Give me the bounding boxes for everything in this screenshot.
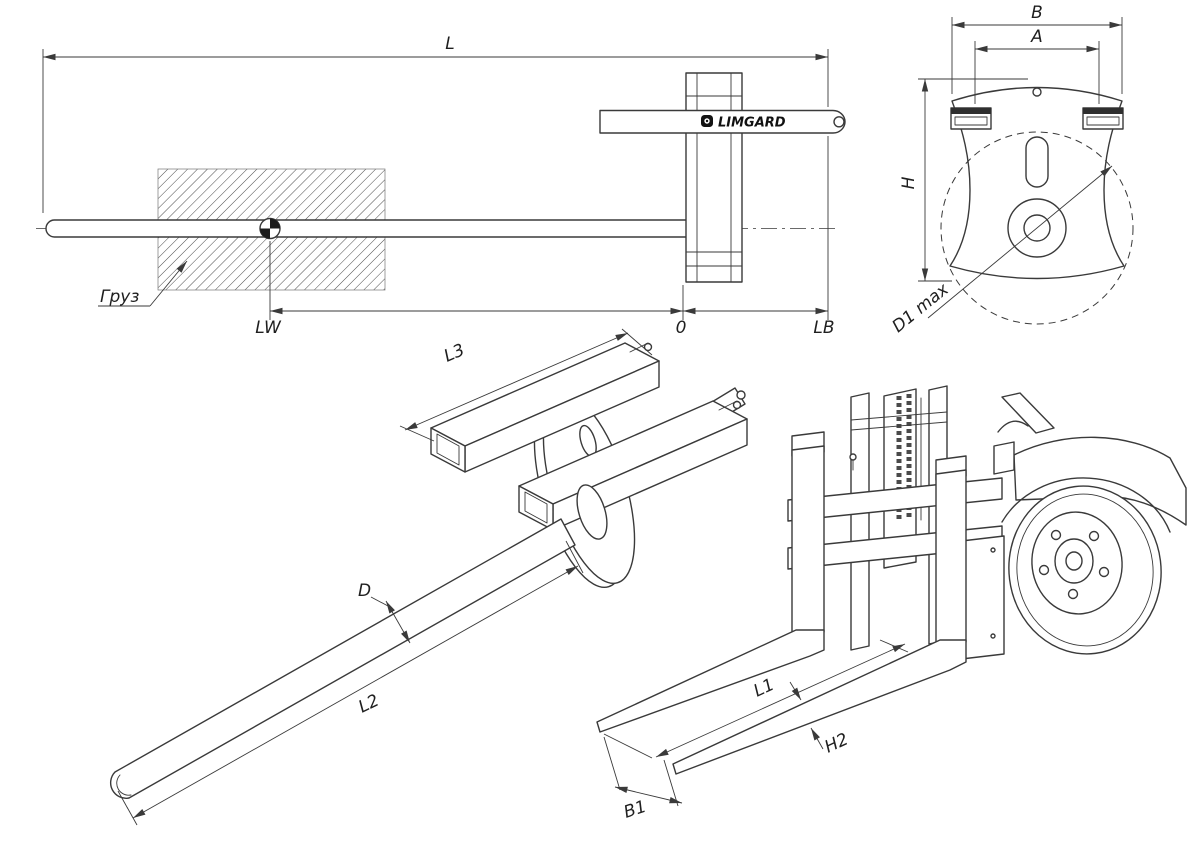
center-of-gravity-icon <box>259 217 281 240</box>
dim-label-B1: B1 <box>621 797 649 823</box>
dim-label-A: A <box>1030 27 1043 47</box>
iso-view: LIMGARD <box>109 328 748 826</box>
brand-text-side: LIMGARD <box>718 116 786 131</box>
spear-iso <box>109 518 576 799</box>
dim-A: A <box>974 27 1100 104</box>
wheel <box>1008 485 1162 655</box>
spear-side <box>45 219 741 238</box>
dim-label-D1max: D1 max <box>889 279 954 337</box>
dim-label-L1: L1 <box>751 675 778 702</box>
dim-label-L2: L2 <box>355 691 382 718</box>
dim-label-D: D <box>358 581 371 601</box>
dim-label-H2: H2 <box>822 729 852 757</box>
fork-pocket-right <box>1082 107 1124 130</box>
max-roll-diameter-circle <box>940 131 1134 325</box>
front-view: B A H D1 max <box>889 3 1134 337</box>
clamp-hooks <box>629 342 742 411</box>
dim-B1: B1 <box>603 736 683 823</box>
fork-pocket-left <box>950 107 992 130</box>
truck-body <box>993 392 1187 533</box>
dim-label-LW: LW <box>255 318 282 338</box>
arm-pin <box>833 116 845 128</box>
mount-bracket-side <box>685 72 743 283</box>
dim-label-LB: LB <box>813 318 834 338</box>
dim-label-B: B <box>1031 3 1043 23</box>
boom-arm-side <box>599 109 846 134</box>
mast <box>850 385 948 651</box>
side-view: LIMGARD L LW 0 LB Груз <box>36 34 846 338</box>
dim-label-H: H <box>899 176 919 189</box>
hub-iso <box>576 484 608 540</box>
top-hole <box>1032 87 1042 97</box>
load-callout-label: Груз <box>100 287 139 307</box>
load-callout: Груз <box>98 260 188 307</box>
dim-H: H <box>899 78 1028 282</box>
forklift-view: L1 H2 B1 <box>596 385 1187 823</box>
dim-label-0: 0 <box>676 318 687 338</box>
dim-label-L3: L3 <box>441 340 467 366</box>
max-roll-diameter-line <box>927 165 1113 319</box>
dim-B: B <box>951 3 1123 94</box>
brand-badge: LIMGARD <box>701 115 786 131</box>
dim-L: L <box>42 34 829 213</box>
dim-L2: L2 <box>117 540 584 826</box>
center-slot <box>1025 136 1049 188</box>
dim-bottom-row: LW 0 LB <box>255 136 835 338</box>
dim-label-L: L <box>445 34 454 54</box>
